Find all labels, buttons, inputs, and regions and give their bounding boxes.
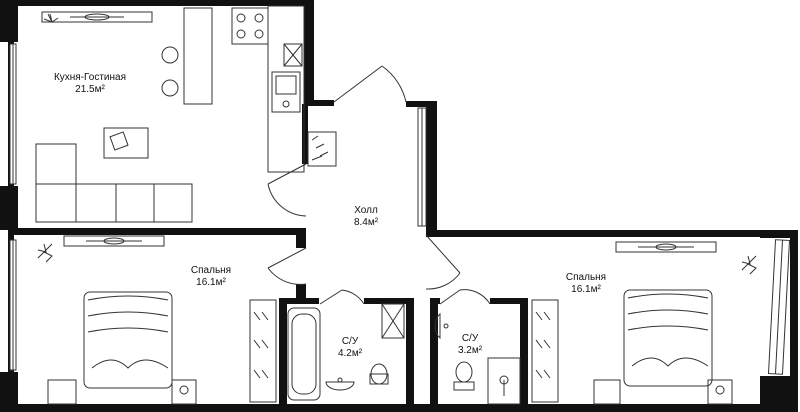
nightstand bbox=[593, 379, 733, 405]
toilet-icon bbox=[453, 361, 475, 391]
coffee-table bbox=[103, 127, 149, 159]
sink-icon bbox=[434, 312, 449, 340]
plant-icon bbox=[741, 255, 757, 275]
room-name: Кухня-Гостиная bbox=[53, 72, 127, 83]
room-area: 16.1м² bbox=[571, 284, 601, 295]
door-icon bbox=[267, 65, 491, 305]
bed-icon bbox=[623, 289, 713, 387]
room-label-bath-1: С/У 4.2м² bbox=[320, 336, 380, 360]
room-label-bedroom-right: Спальня 16.1м² bbox=[551, 272, 621, 296]
sink-icon bbox=[271, 71, 301, 113]
window-right bbox=[767, 239, 791, 375]
tv-icon bbox=[63, 235, 165, 247]
stove-icon bbox=[231, 7, 269, 45]
stool-icon bbox=[161, 46, 179, 97]
room-area: 4.2м² bbox=[337, 348, 363, 359]
bathtub-icon bbox=[287, 307, 321, 401]
room-name: Спальня bbox=[565, 272, 607, 283]
room-label-bedroom-left: Спальня 16.1м² bbox=[176, 265, 246, 289]
room-area: 21.5м² bbox=[75, 84, 105, 95]
room-label-bath-2: С/У 3.2м² bbox=[440, 333, 500, 357]
nightstand bbox=[47, 379, 197, 405]
room-area: 8.4м² bbox=[353, 217, 379, 228]
sink-icon bbox=[325, 377, 355, 391]
wardrobe-icon bbox=[307, 131, 337, 167]
room-name: С/У bbox=[341, 336, 359, 347]
ac-unit-icon bbox=[41, 11, 153, 23]
shower-icon bbox=[381, 303, 405, 339]
room-label-hall: Холл 8.4м² bbox=[336, 205, 396, 229]
room-name: С/У bbox=[461, 333, 479, 344]
tv-icon bbox=[615, 241, 717, 253]
bed-icon bbox=[83, 291, 173, 389]
room-area: 16.1м² bbox=[196, 277, 226, 288]
plant-icon bbox=[43, 13, 59, 23]
toilet-icon bbox=[369, 363, 389, 385]
plant-icon bbox=[37, 243, 53, 263]
wardrobe-icon bbox=[249, 299, 277, 403]
room-name: Спальня bbox=[190, 265, 232, 276]
window-left bbox=[9, 43, 17, 371]
kitchen-counter bbox=[267, 5, 305, 173]
room-name: Холл bbox=[354, 205, 378, 216]
window-hall bbox=[417, 107, 427, 227]
room-area: 3.2м² bbox=[457, 345, 483, 356]
sofa-icon bbox=[35, 143, 193, 223]
shower-icon bbox=[487, 357, 521, 405]
room-label-kitchen: Кухня-Гостиная 21.5м² bbox=[40, 72, 140, 96]
kitchen-island bbox=[183, 7, 213, 105]
wardrobe-icon bbox=[531, 299, 559, 403]
